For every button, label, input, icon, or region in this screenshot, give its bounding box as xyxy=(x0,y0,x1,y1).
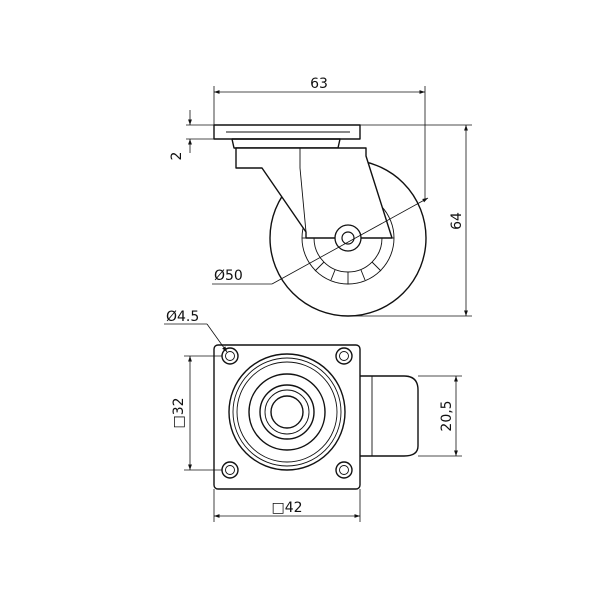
top-view xyxy=(213,344,419,490)
mounting-hole xyxy=(335,347,353,365)
dim-wheel-width: 20,5 xyxy=(439,400,455,431)
side-view xyxy=(213,124,427,317)
dim-hole-spacing: □32 xyxy=(171,397,187,428)
dim-hole-diameter: Ø4.5 xyxy=(166,309,199,325)
dim-overall-width: 63 xyxy=(310,76,328,92)
wheel-top-view xyxy=(359,375,419,457)
top-view-dimensions: Ø4.5 □32 □42 20,5 xyxy=(164,309,462,522)
dim-overall-height: 64 xyxy=(449,212,465,230)
swivel-block xyxy=(231,138,341,149)
mounting-plate-top xyxy=(213,344,361,490)
axle-inner xyxy=(341,231,355,245)
mounting-hole xyxy=(335,461,353,479)
dim-wheel-diameter: Ø50 xyxy=(214,268,243,284)
dim-plate-thickness: 2 xyxy=(169,152,185,161)
swivel-bearing-rings xyxy=(228,353,346,471)
dim-plate-size: □42 xyxy=(271,500,302,516)
side-view-dimensions: 63 2 64 Ø50 xyxy=(169,76,472,317)
caster-fork xyxy=(235,147,393,239)
